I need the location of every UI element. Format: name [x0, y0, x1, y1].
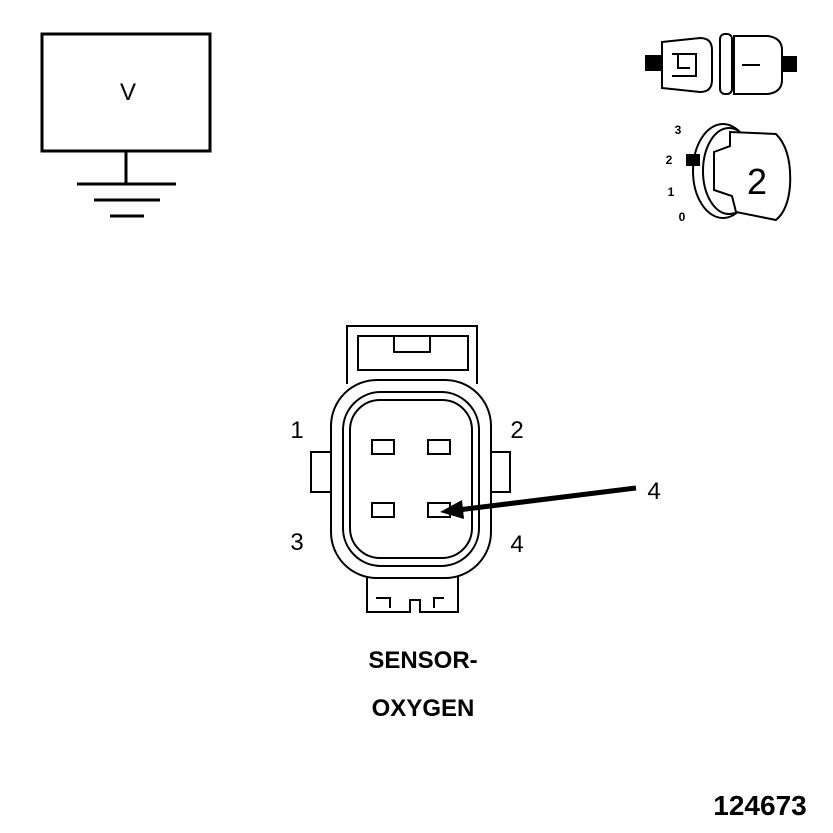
- ignition-key-icon: 0 1 2 3 2: [666, 123, 792, 224]
- ignition-position-marker: [686, 154, 700, 166]
- callout-arrow: [440, 485, 637, 519]
- ignition-selected-position: 2: [747, 161, 767, 202]
- callout-pin-label: 4: [647, 478, 660, 505]
- ignition-position-2: 2: [666, 153, 673, 167]
- pin-cavity-3: [371, 502, 395, 518]
- ignition-position-3: 3: [675, 123, 682, 137]
- oxygen-sensor-connector: [310, 325, 511, 613]
- pin-label-4: 4: [510, 531, 523, 558]
- ignition-position-1: 1: [668, 185, 675, 199]
- voltmeter-label: V: [120, 79, 136, 106]
- ignition-position-0: 0: [679, 210, 686, 224]
- pin-label-1: 1: [290, 417, 303, 444]
- connector-name-line2: OXYGEN: [372, 695, 475, 722]
- ground-icon: [77, 151, 176, 218]
- pin-cavity-1: [371, 439, 395, 455]
- pin-label-3: 3: [290, 529, 303, 556]
- pin-cavity-2: [427, 439, 451, 455]
- connector-disconnected-icon: [645, 33, 797, 95]
- voltmeter-icon: V: [40, 32, 212, 218]
- connector-name-line1: SENSOR-: [368, 647, 477, 674]
- pin-label-2: 2: [510, 417, 523, 444]
- figure-id: 124673: [713, 790, 806, 821]
